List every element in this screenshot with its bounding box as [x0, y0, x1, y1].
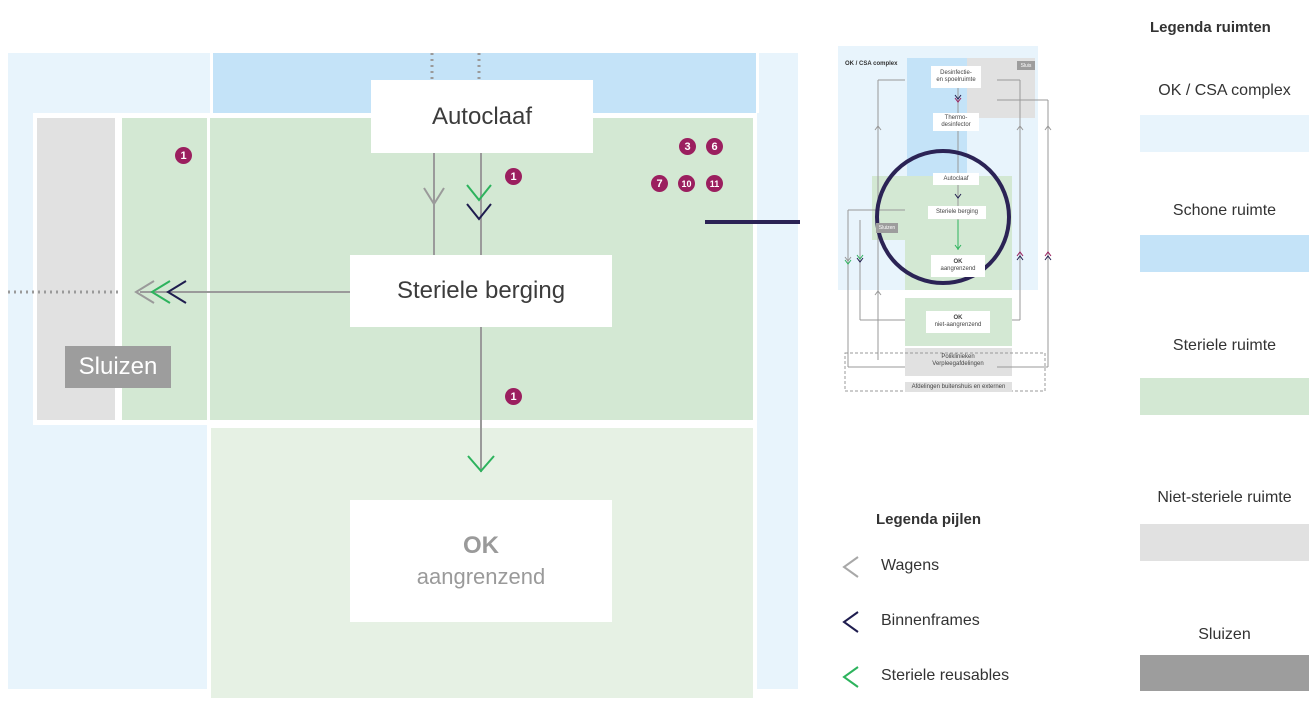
- arrow-reusables-down: [466, 184, 492, 202]
- arrow-frames-down: [466, 203, 492, 221]
- reusables-arrow-icon: [842, 666, 859, 688]
- badge-11: 11: [706, 175, 723, 192]
- binnenframes-arrow-icon: [842, 611, 859, 633]
- steriele-berging-label: Steriele berging: [396, 277, 566, 304]
- mini-steriele-berging: Steriele berging: [928, 206, 986, 219]
- badge-3: 3: [679, 138, 696, 155]
- autoclaaf-label: Autoclaaf: [431, 102, 533, 130]
- ok-subtitle: aangrenzend: [416, 564, 546, 589]
- legend-ok-csa-label: OK / CSA complex: [1158, 82, 1291, 99]
- mini-ok-aangrenzend: OK aangrenzend: [931, 255, 985, 277]
- legend-steriele-label: Steriele ruimte: [1172, 337, 1277, 354]
- zoom-circle: [875, 149, 1011, 285]
- badge-1-center: 1: [505, 168, 522, 185]
- legend-arrow-icons: [842, 556, 859, 688]
- legend-ok-csa-swatch: [1140, 115, 1309, 152]
- legend-schone-swatch: [1140, 235, 1309, 272]
- mini-sluis: Sluis: [1017, 61, 1035, 70]
- legend-sluizen-label: Sluizen: [1198, 626, 1251, 643]
- mini-afdelingen: Afdelingen buitenshuis en externen: [905, 382, 1012, 392]
- badge-10: 10: [678, 175, 695, 192]
- arrow-ok-down: [467, 455, 495, 473]
- legend-steriele-swatch: [1140, 378, 1309, 415]
- mini-thermo: Thermo- desinfector: [933, 113, 979, 131]
- legend-wagens: Wagens: [881, 557, 940, 574]
- badge-7: 7: [651, 175, 668, 192]
- mini-desinfectie: Desinfectie- en spoelruimte: [931, 66, 981, 88]
- steriele-berging-box: Steriele berging: [350, 255, 612, 327]
- divider: [207, 118, 210, 420]
- legend-arrows-title: Legenda pijlen: [876, 511, 982, 528]
- badge-1-left: 1: [175, 147, 192, 164]
- mini-title: OK / CSA complex: [845, 61, 898, 67]
- sluizen-box: Sluizen: [65, 346, 171, 388]
- badge-1-lower: 1: [505, 388, 522, 405]
- legend-spaces-title: Legenda ruimten: [1150, 19, 1271, 36]
- arrow-left-reusables: [150, 280, 171, 304]
- arrow-wagens-down: [423, 187, 445, 206]
- mini-sluizen: Sluizen: [876, 223, 898, 233]
- mini-ok-niet-aangrenzend: OK niet-aangrenzend: [926, 311, 990, 333]
- badge-6: 6: [706, 138, 723, 155]
- arrow-left-frames: [166, 280, 187, 304]
- autoclaaf-box: Autoclaaf: [371, 80, 593, 153]
- legend-steriele-reusables: Steriele reusables: [881, 667, 1010, 684]
- arrow-left-wagens: [134, 280, 155, 304]
- wagens-arrow-icon: [842, 556, 859, 578]
- legend-niet-steriele-swatch: [1140, 524, 1309, 561]
- legend-binnenframes: Binnenframes: [881, 612, 980, 629]
- legend-niet-steriele-label: Niet-steriele ruimte: [1157, 489, 1292, 506]
- mini-poli: Poliklinieken Verpleegafdelingen: [932, 354, 984, 367]
- ok-title: OK: [463, 532, 499, 559]
- mini-autoclaaf: Autoclaaf: [933, 173, 979, 185]
- sluizen-label: Sluizen: [78, 353, 158, 380]
- mini-lines: [844, 79, 1052, 392]
- flow-lines: [8, 53, 800, 473]
- legend-schone-label: Schone ruimte: [1172, 202, 1277, 219]
- ok-aangrenzend-box: OK aangrenzend: [350, 500, 612, 622]
- legend-sluizen-swatch: [1140, 655, 1309, 691]
